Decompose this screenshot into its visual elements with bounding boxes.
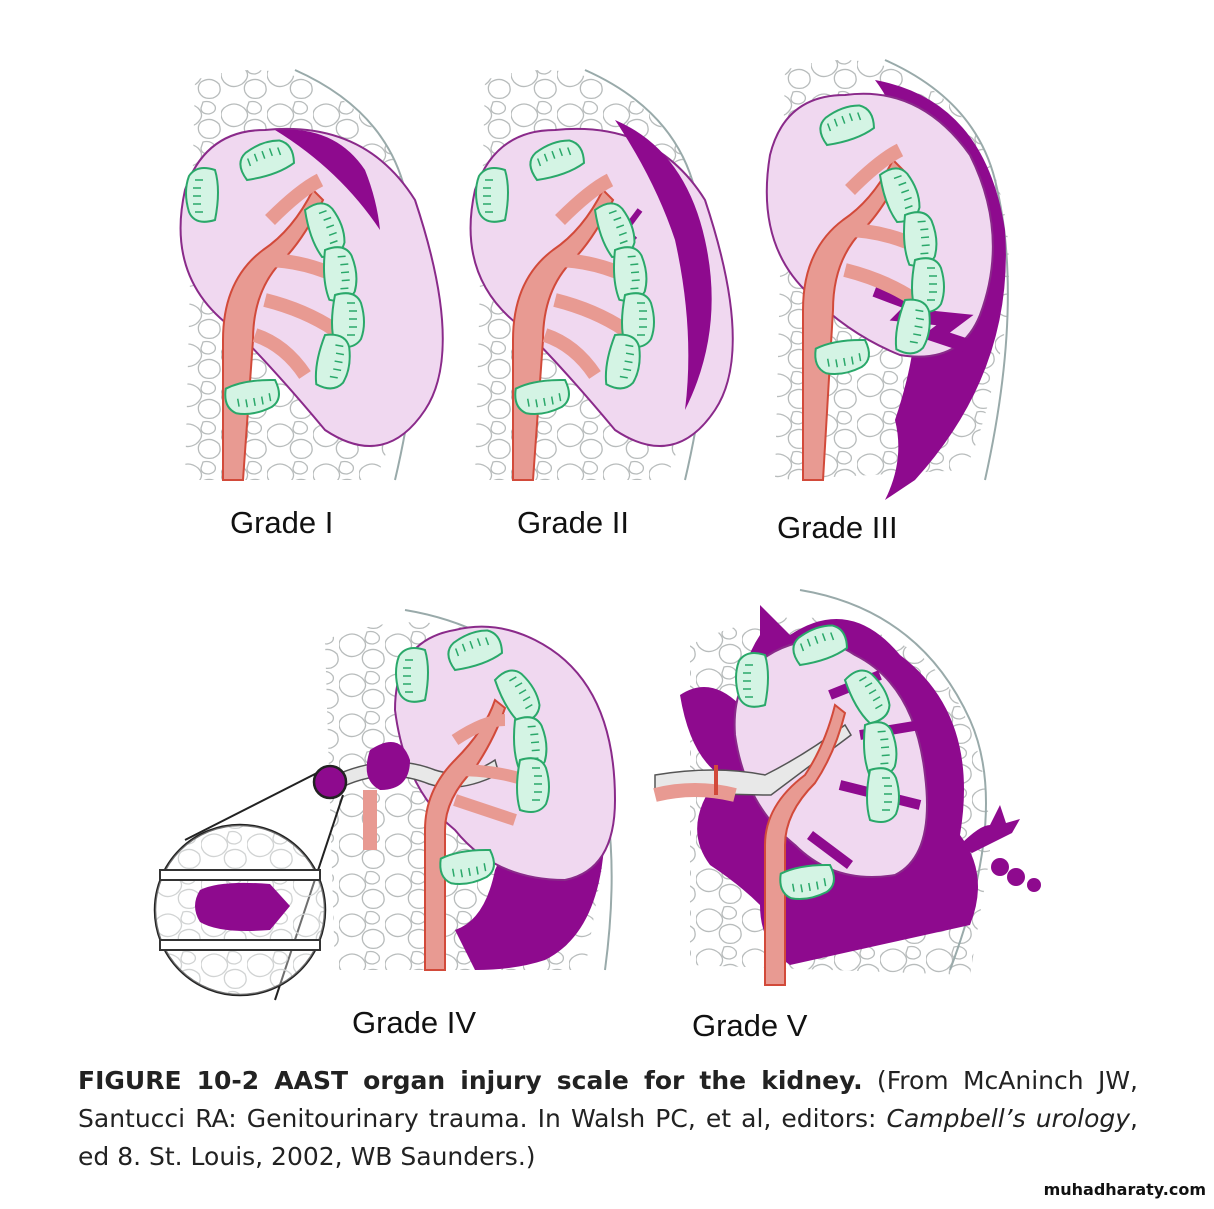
grade-label: Grade V	[692, 1008, 808, 1043]
kidney-cortex	[179, 127, 444, 447]
blood-splatter	[960, 805, 1041, 892]
source-book: Campbell’s urology	[886, 1104, 1131, 1133]
grade-3-illustration	[765, 59, 1009, 500]
grade-label: Grade IV	[352, 1005, 477, 1040]
grade-2-illustration	[469, 69, 734, 481]
figure-caption: FIGURE 10-2 AAST organ injury scale for …	[78, 1062, 1138, 1176]
hematoma-hilum	[366, 742, 410, 790]
kidney-cortex	[393, 625, 617, 882]
grade-label: Grade II	[517, 505, 629, 540]
source-part1: (From McAninch JW, Santucci RA: Genitour…	[78, 1066, 1138, 1133]
subcapsular-hematoma	[275, 129, 380, 230]
grade-4-illustration	[153, 609, 617, 1001]
grade-label: Grade III	[777, 510, 898, 545]
watermark: muhadharaty.com	[1043, 1180, 1206, 1199]
perirenal-hematoma	[615, 120, 712, 410]
source-part2: , ed 8. St. Louis, 2002, WB Saunders.)	[78, 1104, 1138, 1171]
collecting-system	[363, 698, 527, 971]
grade-label: Grade I	[230, 505, 334, 540]
figure-title: FIGURE 10-2 AAST organ injury scale for …	[78, 1066, 863, 1095]
grade-5-illustration	[653, 589, 1041, 986]
magnified-region	[312, 764, 348, 800]
collecting-system	[653, 703, 847, 986]
vessel-inset	[153, 823, 327, 997]
grade-1-illustration	[179, 69, 444, 481]
